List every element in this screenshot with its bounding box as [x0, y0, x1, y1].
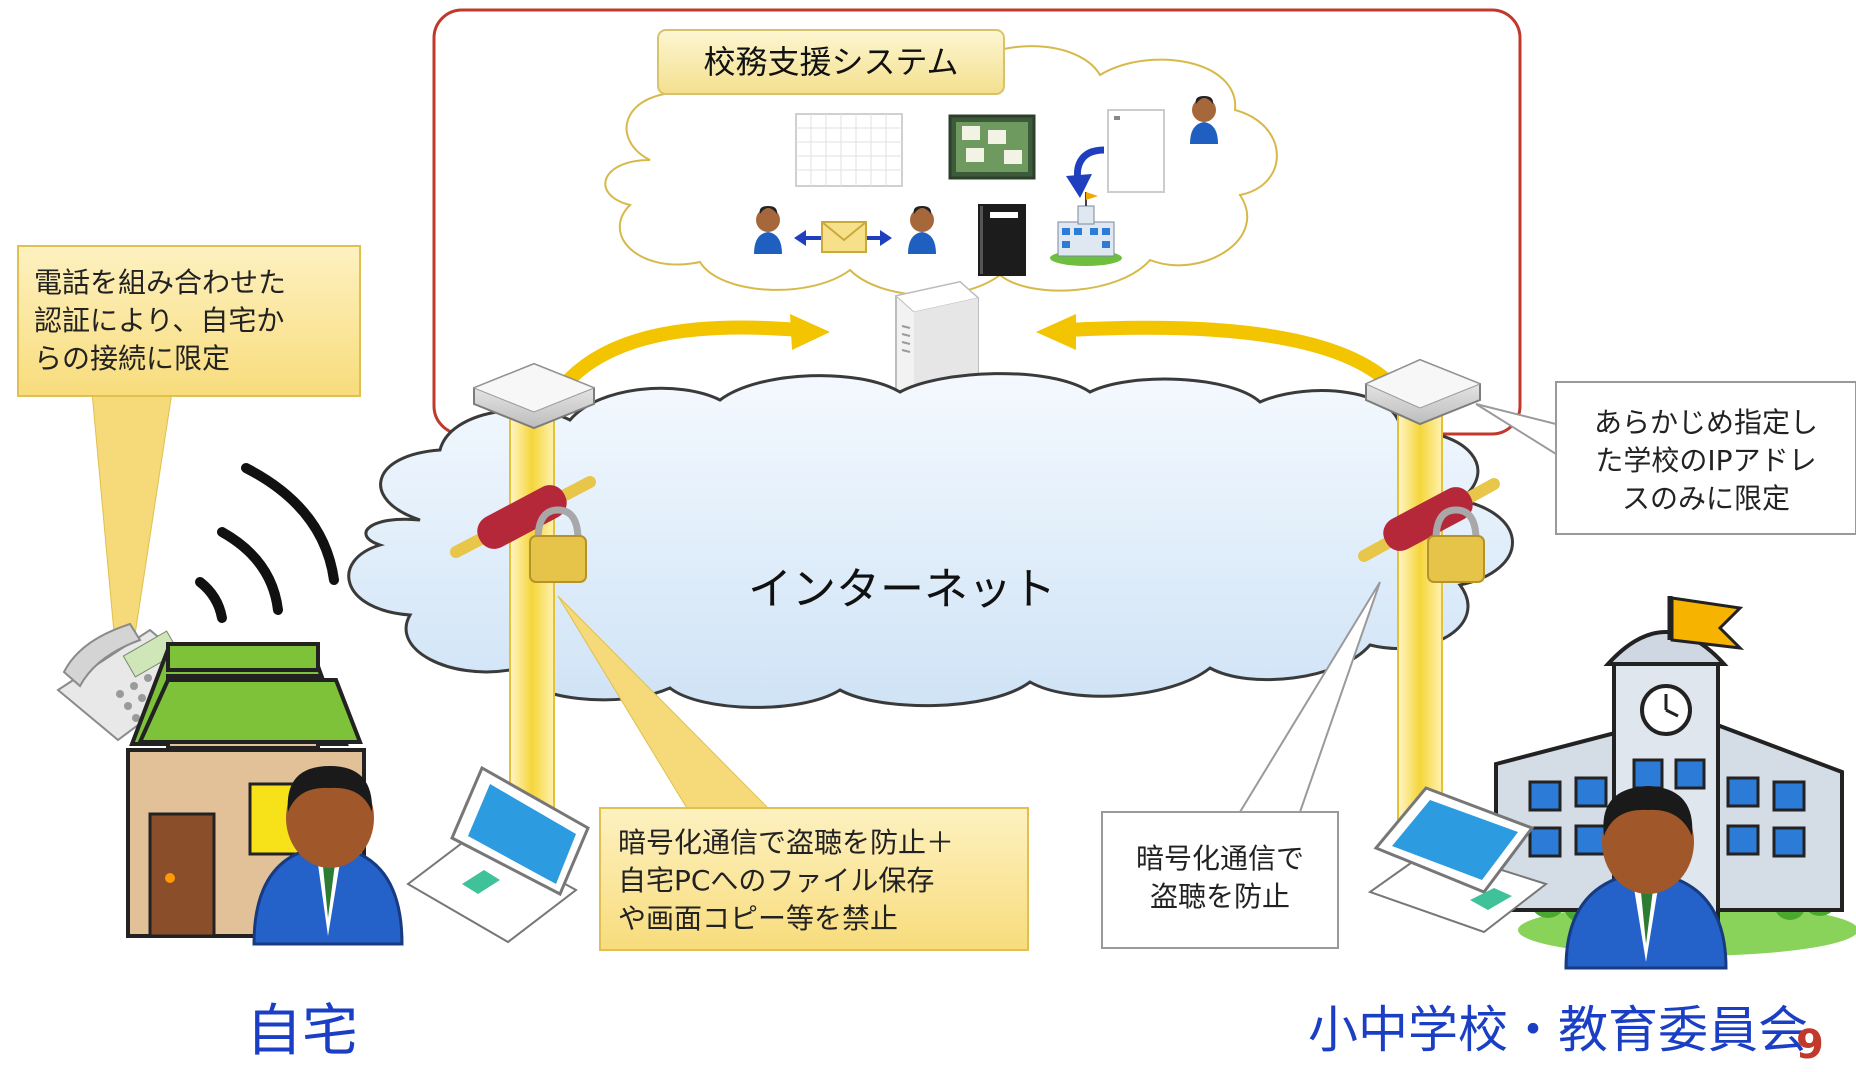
home-encrypt-line-2: 自宅PCへのファイル保存 [618, 864, 935, 897]
system-title: 校務支援システム [703, 43, 958, 81]
school-encrypt-line-1: 暗号化通信で [1135, 842, 1304, 875]
house-icon [126, 642, 366, 938]
home-auth-line-2: 認証により、自宅か [34, 304, 285, 337]
school-ip-text: あらかじめ指定し た学校のIPアドレ スのみに限定 [1560, 404, 1852, 518]
home-auth-text: 電話を組み合わせた 認証により、自宅か らの接続に限定 [34, 264, 354, 378]
lock-icon [1358, 478, 1500, 583]
home-encrypt-line-3: や画面コピー等を禁止 [618, 902, 899, 935]
internet-label: インターネット [748, 564, 1056, 615]
lock-icon [450, 476, 596, 583]
school-ip-line-1: あらかじめ指定し [1593, 406, 1818, 439]
school-ip-line-3: スのみに限定 [1621, 482, 1790, 515]
left-arrow-to-server [547, 314, 830, 405]
system-title-box [657, 29, 1005, 95]
person-icon [754, 206, 782, 254]
person-icon [1190, 96, 1218, 144]
home-auth-line-1: 電話を組み合わせた [34, 266, 287, 299]
person-icon [252, 766, 404, 946]
laptop-icon [1367, 786, 1549, 934]
router-icon [1364, 358, 1482, 426]
left-connection-pipe [509, 403, 555, 855]
home-encrypt-line-1: 暗号化通信で盗聴を防止＋ [618, 826, 955, 859]
calendar-icon [795, 113, 903, 187]
router-icon [472, 362, 596, 430]
bulletin-board-icon [948, 114, 1036, 180]
home-encrypt-callout [599, 807, 1029, 951]
document-icon [1107, 109, 1165, 193]
school-caption: 小中学校・教育委員会 [1308, 1001, 1808, 1059]
page-number: 9 [1796, 1022, 1824, 1068]
right-arrow-to-server [1036, 314, 1405, 399]
home-caption: 自宅 [246, 999, 358, 1064]
school-icon [1050, 192, 1122, 266]
home-auth-line-3: らの接続に限定 [34, 342, 231, 375]
school-ip-line-2: た学校のIPアドレ [1595, 444, 1817, 477]
book-icon [978, 204, 1026, 276]
home-encrypt-text: 暗号化通信で盗聴を防止＋ 自宅PCへのファイル保存 や画面コピー等を禁止 [618, 824, 1022, 938]
school-encrypt-text: 暗号化通信で 盗聴を防止 [1104, 840, 1336, 916]
school-encrypt-line-2: 盗聴を防止 [1149, 880, 1290, 913]
right-connection-pipe [1397, 399, 1443, 831]
home-auth-callout [17, 245, 361, 397]
laptop-icon [406, 765, 590, 944]
radio-waves-icon [195, 463, 339, 623]
person-icon [908, 206, 936, 254]
person-icon [1564, 786, 1728, 970]
school-encrypt-callout [1101, 811, 1339, 949]
mail-icon [794, 221, 892, 253]
workflow-arrow [1066, 146, 1105, 198]
school-ip-callout [1555, 381, 1856, 535]
